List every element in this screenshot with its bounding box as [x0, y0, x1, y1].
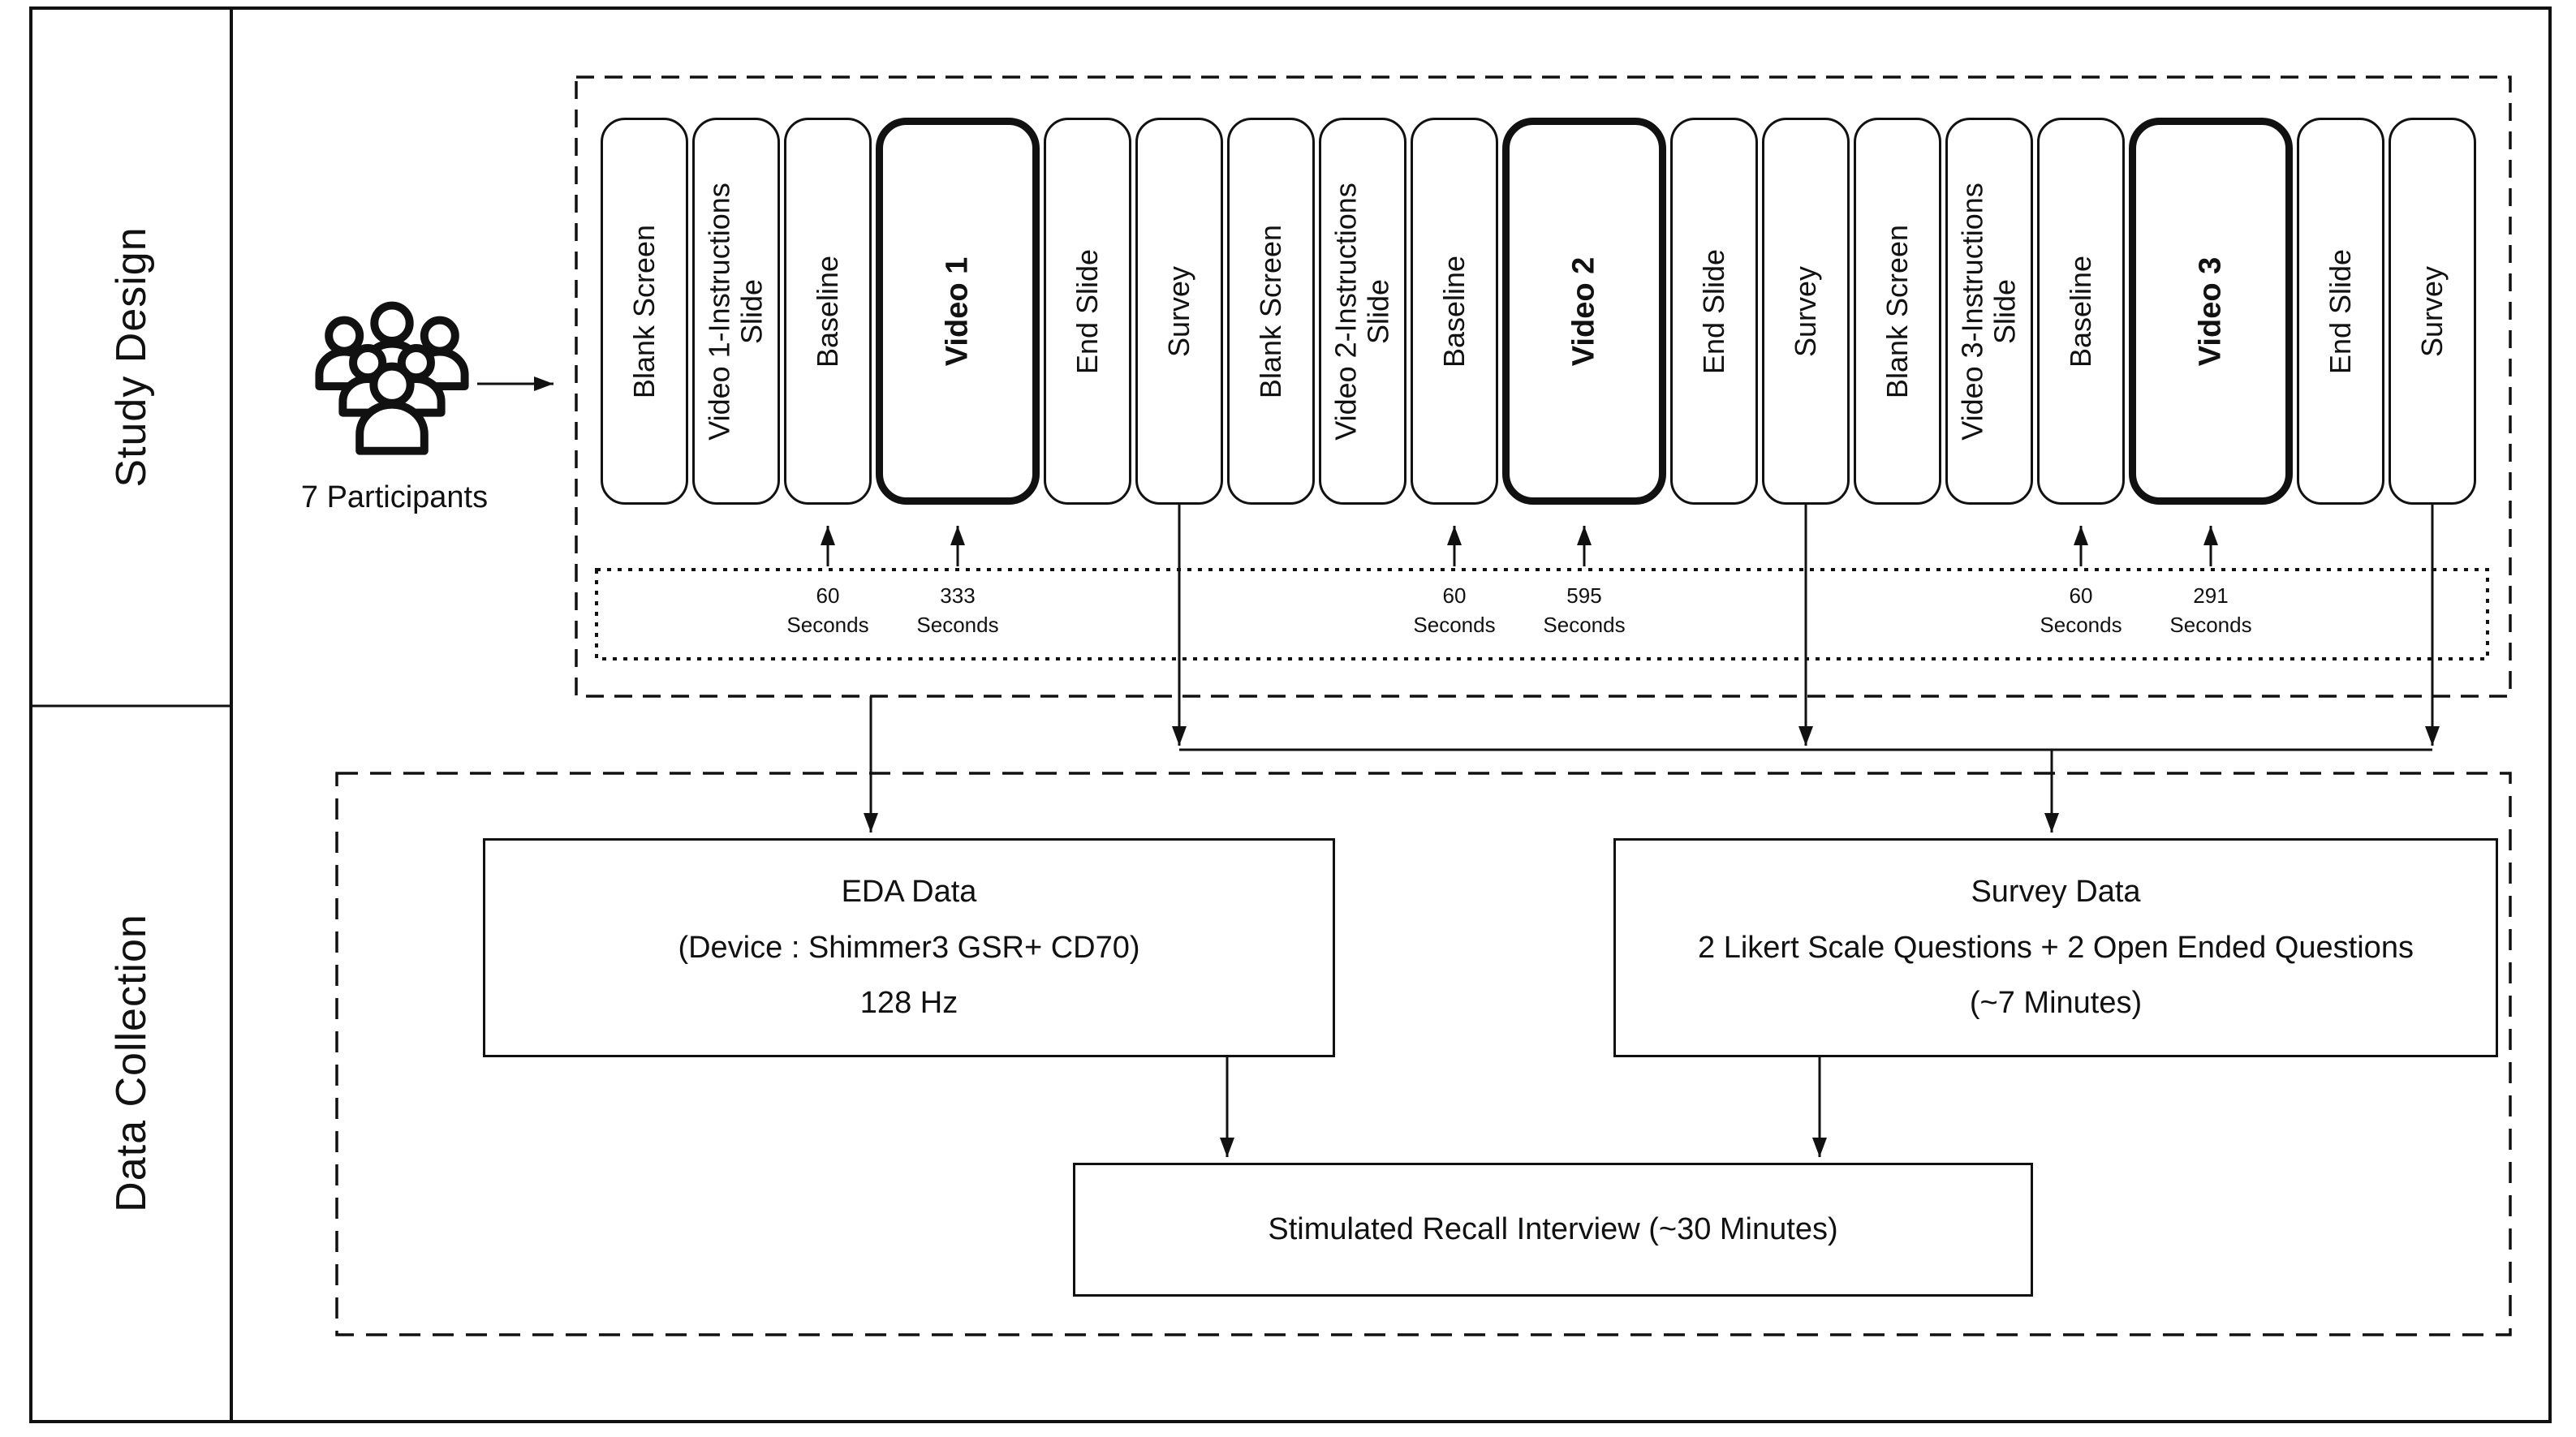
section-label-study-design: Study Design	[108, 226, 155, 488]
sequence-step-survey: Survey	[2389, 118, 2476, 505]
duration-label: 333 Seconds	[916, 583, 999, 638]
duration-label: 60 Seconds	[1413, 583, 1496, 638]
sequence-step-label: Survey	[1161, 265, 1195, 357]
section-label-data-collection: Data Collection	[108, 914, 155, 1212]
survey-box-text-line: (~7 Minutes)	[1969, 986, 2143, 1021]
sequence-step-end-slide: End Slide	[2297, 118, 2384, 505]
sequence-step-end-slide: End Slide	[1044, 118, 1131, 505]
sequence-step-label: Video 3	[2193, 256, 2228, 366]
sequence-step-baseline: Baseline	[784, 118, 872, 505]
sequence-step-label: Video 3-Instructions Slide	[1955, 182, 2022, 441]
duration-label: 60 Seconds	[786, 583, 869, 638]
duration-label: 291 Seconds	[2169, 583, 2252, 638]
duration-label: 60 Seconds	[2040, 583, 2122, 638]
survey-box-text-line: 2 Likert Scale Questions + 2 Open Ended …	[1698, 930, 2414, 965]
sequence-step-video-3-instructions-slide: Video 3-Instructions Slide	[1945, 118, 2033, 505]
sequence-step-blank-screen: Blank Screen	[1854, 118, 1941, 505]
sequence-step-video-2-instructions-slide: Video 2-Instructions Slide	[1319, 118, 1406, 505]
eda-box-text-line: 128 Hz	[859, 986, 958, 1021]
eda-data-box: EDA Data (Device : Shimmer3 GSR+ CD70) 128…	[483, 838, 1335, 1057]
sequence-step-blank-screen: Blank Screen	[601, 118, 688, 505]
sequence-step-label: Blank Screen	[1253, 224, 1287, 398]
sequence-step-baseline: Baseline	[2037, 118, 2125, 505]
sequence-step-label: Blank Screen	[1880, 224, 1914, 398]
sequence-step-baseline: Baseline	[1411, 118, 1498, 505]
sequence-step-label: Video 1-Instructions Slide	[702, 182, 769, 441]
sequence-step-video-3: Video 3	[2129, 118, 2293, 505]
sequence-step-label: Baseline	[2063, 255, 2097, 368]
sequence-step-survey: Survey	[1762, 118, 1850, 505]
people-group-icon	[315, 301, 469, 455]
sequence-step-video-1-instructions-slide: Video 1-Instructions Slide	[692, 118, 780, 505]
sequence-step-label: Blank Screen	[627, 224, 661, 398]
sequence-step-label: Survey	[1788, 265, 1822, 357]
sequence-step-video-2: Video 2	[1502, 118, 1666, 505]
eda-box-text-line: EDA Data	[841, 875, 977, 910]
sequence-step-label: Baseline	[1437, 255, 1471, 368]
survey-data-box: Survey Data 2 Likert Scale Questions + 2 …	[1613, 838, 2498, 1057]
interview-box: Stimulated Recall Interview (~30 Minutes…	[1073, 1163, 2033, 1297]
sequence-step-label: Survey	[2414, 265, 2449, 357]
eda-box-text-line: (Device : Shimmer3 GSR+ CD70)	[678, 930, 1140, 965]
duration-label: 595 Seconds	[1543, 583, 1626, 638]
sequence-step-label: End Slide	[1696, 248, 1730, 374]
sequence-step-label: End Slide	[2323, 248, 2357, 374]
participants-count-label: 7 Participants	[300, 480, 489, 514]
sequence-step-end-slide: End Slide	[1670, 118, 1758, 505]
sequence-step-blank-screen: Blank Screen	[1227, 118, 1315, 505]
sequence-step-label: Video 1	[940, 256, 975, 366]
interview-box-text-line: Stimulated Recall Interview (~30 Minutes…	[1268, 1211, 1838, 1246]
sequence-step-label: Baseline	[810, 255, 844, 368]
sequence-step-label: End Slide	[1070, 248, 1104, 374]
sequence-step-video-1: Video 1	[876, 118, 1040, 505]
sequence-step-label: Video 2	[1566, 256, 1601, 366]
sequence-step-survey: Survey	[1135, 118, 1223, 505]
survey-box-text-line: Survey Data	[1971, 875, 2141, 910]
sequence-step-label: Video 2-Instructions Slide	[1329, 182, 1395, 441]
